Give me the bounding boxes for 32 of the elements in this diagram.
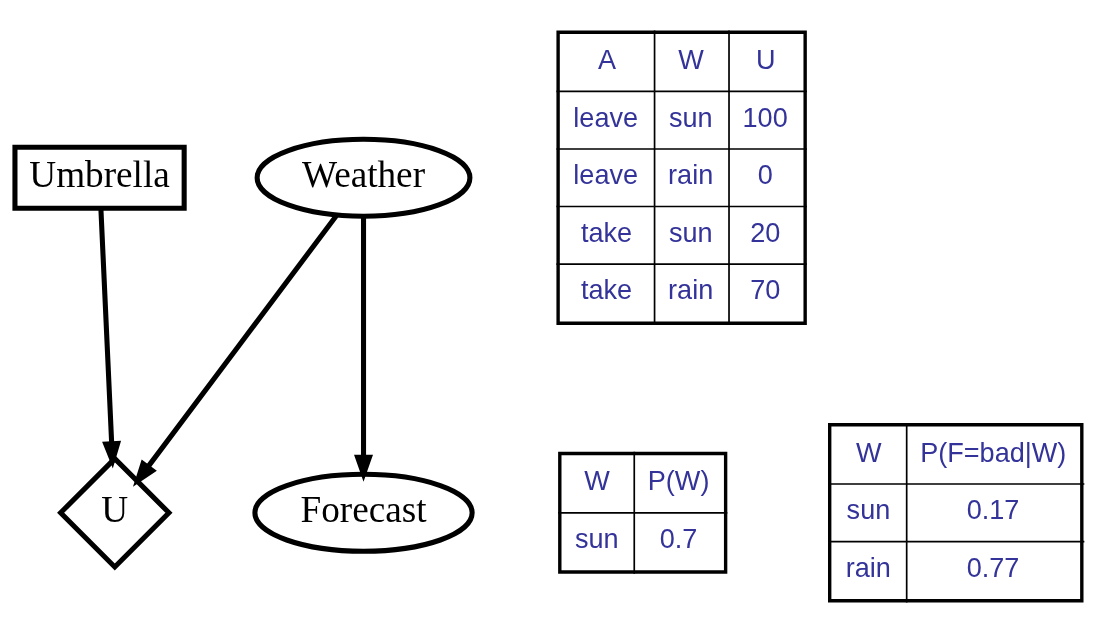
label: U (756, 44, 776, 76)
arrow (132, 213, 339, 487)
node-diamond: U (57, 455, 173, 571)
label: 0.7 (659, 522, 698, 554)
label: W (855, 436, 882, 468)
label: 20 (750, 216, 781, 248)
label: leave (573, 159, 639, 191)
label: sun (668, 216, 713, 248)
label: rain (668, 159, 714, 191)
label: sun (846, 494, 891, 526)
label: 100 (742, 101, 788, 133)
label: A (597, 44, 616, 76)
label: P(W) (647, 465, 710, 497)
label: sun (575, 522, 619, 554)
node-box: Umbrella (12, 144, 187, 211)
node-ellipse: Weather (254, 136, 473, 219)
label: P(F=bad|W) (920, 436, 1067, 468)
label: rain (845, 551, 891, 583)
label: 70 (750, 274, 781, 306)
label: 0.77 (966, 551, 1020, 583)
label: rain (668, 274, 714, 306)
label: take (580, 216, 633, 248)
label: W (584, 465, 610, 497)
label: sun (668, 101, 713, 133)
label: leave (573, 101, 639, 133)
label: take (580, 274, 633, 306)
arrow (354, 216, 374, 482)
node-ellipse: Forecast (252, 471, 475, 554)
label: 0.17 (966, 494, 1020, 526)
label: W (678, 44, 704, 76)
arrow (98, 208, 122, 469)
label: 0 (757, 159, 773, 191)
